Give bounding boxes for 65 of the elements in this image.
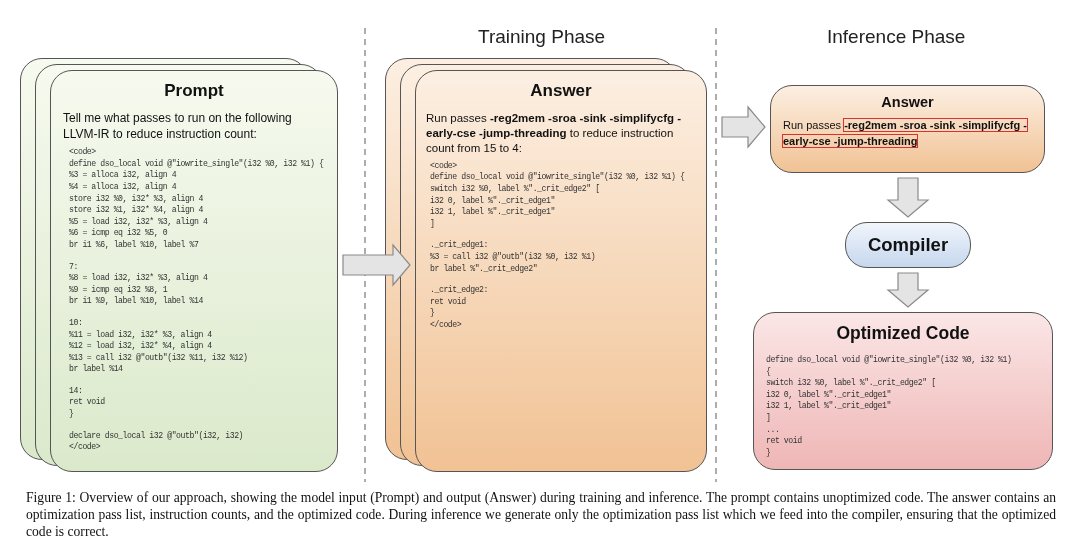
code-line: <code>: [68, 146, 96, 158]
prompt-card: [50, 70, 338, 472]
code-line: switch i32 %0, label %"._crit_edge2" [: [429, 183, 600, 195]
code-line: <code>: [429, 159, 457, 172]
phase-heading: Training Phase: [478, 26, 606, 48]
code-line: ._crit_edge2:: [429, 284, 489, 296]
block-arrow: [886, 272, 930, 308]
code-line: ]: [429, 217, 435, 230]
code-line: ret void: [429, 295, 466, 308]
code-line: %13 = call i32 @"outb"(i32 %11, i32 %12): [68, 351, 248, 364]
code-line: ._crit_edge1:: [429, 239, 489, 251]
code-line: {: [766, 365, 771, 378]
compiler-box: [845, 222, 971, 268]
code-line: store i32 %1, i32* %4, align 4: [68, 204, 203, 216]
code-line: %11 = load i32, i32* %3, align 4: [68, 328, 212, 341]
code-line: }: [766, 446, 771, 459]
code-line: %9 = icmp eq i32 %8, 1: [68, 283, 168, 296]
code-line: i32 0, label %"._crit_edge1": [429, 194, 555, 207]
optimized-code-card: [753, 312, 1053, 470]
instruction-text: Tell me what passes to run on the following LLVM-IR to reduce instruction count:: [63, 111, 293, 143]
code-line: define dso_local void @"iowrite_single"(i32 %0, i32 %1) {: [68, 157, 324, 170]
code-line: 14:: [68, 384, 83, 397]
code-line: i32 1, label %"._crit_edge1": [766, 400, 891, 412]
block-arrow: [342, 243, 411, 287]
card-title: Compiler: [866, 234, 950, 256]
code-line: }: [68, 408, 74, 420]
code-line: declare dso_local i32 @"outb"(i32, i32): [68, 429, 244, 442]
code-line: 10:: [68, 316, 83, 329]
code-line: 7:: [68, 260, 78, 273]
instruction-text: Run passes -reg2mem -sroa -sink -simplifycfg -early-cse -jump-threading: [782, 118, 1028, 149]
card-title: Optimized Code: [835, 323, 971, 344]
code-line: </code>: [429, 318, 462, 331]
code-line: %4 = alloca i32, align 4: [68, 180, 177, 193]
card-title: Answer: [529, 81, 593, 101]
code-line: i32 1, label %"._crit_edge1": [429, 206, 555, 218]
block-arrow: [721, 105, 766, 149]
code-line: ...: [766, 423, 780, 436]
code-line: store i32 %0, i32* %3, align 4: [68, 192, 203, 205]
code-line: }: [429, 307, 435, 319]
figure-caption: Figure 1: Overview of our approach, showing the model input (Prompt) and output (Answer) during training and inference. The prompt contains unoptimized code. The answer contains an optimization pass list, instruction counts, and the optimized code. During inference we generate only the optimization pass list which we feed into the compiler, ensuring that the optimized code is correct.: [26, 489, 1056, 540]
code-line: </code>: [68, 441, 101, 453]
code-line: i32 0, label %"._crit_edge1": [766, 388, 891, 401]
code-line: switch i32 %0, label %"._crit_edge2" [: [766, 377, 936, 389]
code-line: br i1 %6, label %10, label %7: [68, 238, 199, 251]
block-arrow: [886, 177, 930, 218]
code-line: ret void: [766, 435, 802, 447]
code-line: %3 = alloca i32, align 4: [68, 169, 177, 181]
code-line: ]: [766, 411, 771, 424]
card-title: Prompt: [163, 81, 225, 101]
code-line: br label %14: [68, 363, 123, 375]
answer-card: [770, 85, 1045, 173]
phase-heading: Inference Phase: [827, 26, 966, 48]
code-line: %6 = icmp eq i32 %5, 0: [68, 227, 168, 239]
code-line: br label %"._crit_edge2": [429, 262, 538, 275]
code-line: ret void: [68, 396, 105, 409]
code-line: %8 = load i32, i32* %3, align 4: [68, 272, 208, 284]
answer-card: [415, 70, 707, 472]
code-line: %3 = call i32 @"outb"(i32 %0, i32 %1): [429, 250, 596, 263]
code-line: br i1 %9, label %10, label %14: [68, 295, 203, 307]
code-line: %12 = load i32, i32* %4, align 4: [68, 340, 212, 352]
instruction-text: Run passes -reg2mem -sroa -sink -simplifycfg -early-cse -jump-threading to reduce instruction count from 15 to 4:: [426, 111, 682, 156]
card-title: Answer: [880, 94, 935, 110]
code-line: %5 = load i32, i32* %3, align 4: [68, 215, 208, 228]
code-line: define dso_local void @"iowrite_single"(i32 %0, i32 %1): [766, 354, 1012, 366]
code-line: define dso_local void @"iowrite_single"(i32 %0, i32 %1) {: [429, 171, 685, 183]
